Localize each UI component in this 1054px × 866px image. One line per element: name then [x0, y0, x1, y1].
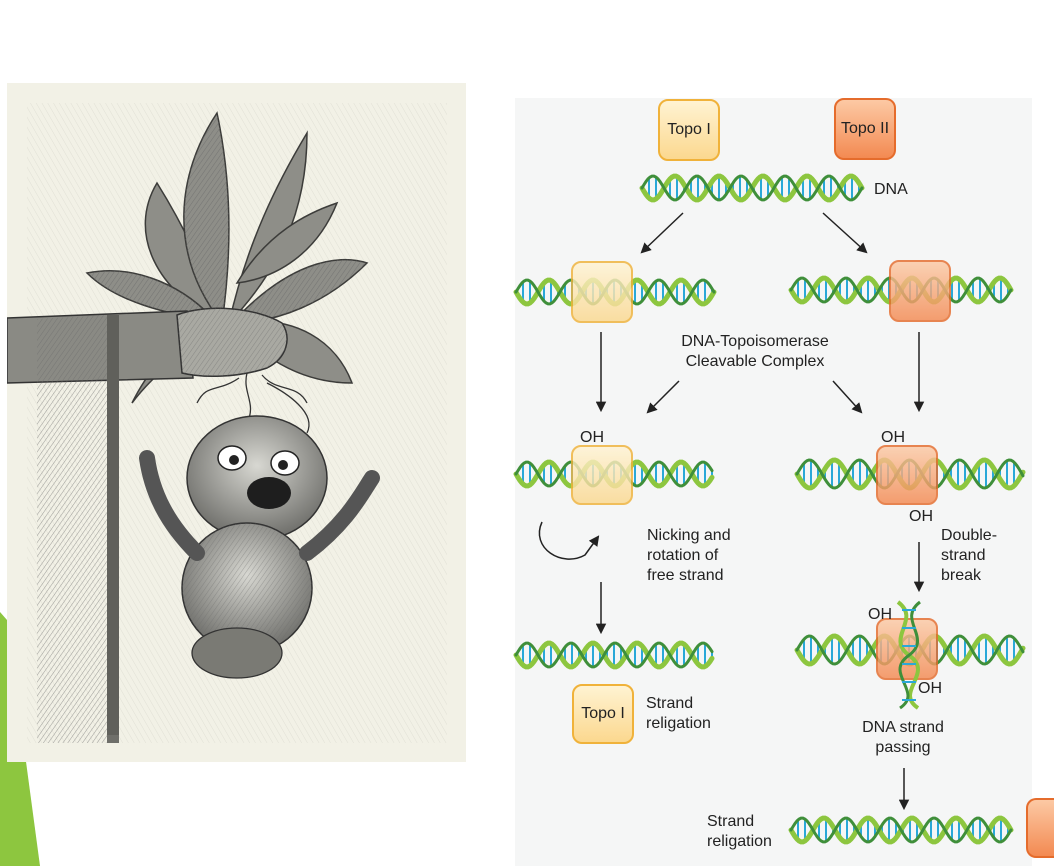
- nicking-line1: Nicking and: [647, 527, 731, 544]
- topo2-box-top: Topo II: [834, 98, 896, 160]
- topo1-label-top: Topo I: [667, 121, 711, 138]
- topo1-box-top: Topo I: [658, 99, 720, 161]
- oh-label-right-bottom: OH: [909, 508, 933, 525]
- strand-religation-label-left: Strand religation: [646, 694, 711, 734]
- relig-bottom-line1: Strand: [707, 813, 755, 830]
- topo1-complex-box: [571, 261, 633, 323]
- arrow-complex-to-left: [646, 380, 680, 414]
- complex-line1: DNA-Topoisomerase: [681, 333, 829, 350]
- topo2-label-top: Topo II: [840, 120, 890, 137]
- topo1-label-bottom: Topo I: [581, 705, 625, 722]
- dna-label: DNA: [874, 181, 908, 198]
- relig-left-line1: Strand: [646, 695, 694, 712]
- passing-line1: DNA strand: [862, 719, 944, 736]
- arrow-complex-to-right: [832, 380, 863, 414]
- double-strand-break-label: Double- strand break: [941, 526, 997, 586]
- relig-bottom-line2: religation: [707, 833, 772, 850]
- nicking-line3: free strand: [647, 567, 724, 584]
- relig-left-line2: religation: [646, 715, 711, 732]
- topo2-complex-box: [889, 260, 951, 322]
- cleavable-complex-label: DNA-Topoisomerase Cleavable Complex: [660, 332, 850, 372]
- complex-line2: Cleavable Complex: [685, 353, 825, 370]
- nicking-label: Nicking and rotation of free strand: [647, 526, 731, 586]
- dna-helix-top: [639, 173, 865, 203]
- oh-label-passing-bottom: OH: [918, 680, 942, 697]
- double-line1: Double-: [941, 527, 998, 544]
- passing-line2: passing: [875, 739, 931, 756]
- arrow-dna-to-topo2: [822, 212, 868, 254]
- rotation-arrow: [538, 521, 600, 560]
- double-line2: strand: [941, 547, 986, 564]
- topo1-released-box: Topo I: [572, 684, 634, 744]
- oh-label-passing-top: OH: [868, 606, 892, 623]
- oh-label-left: OH: [580, 429, 604, 446]
- topo2-released-box: [1026, 798, 1054, 858]
- dna-helix-topo1-religated: [513, 640, 715, 670]
- strand-religation-label-bottom: Strand religation: [707, 812, 772, 852]
- passing-strand: [896, 600, 921, 710]
- mandrake-illustration: [7, 83, 466, 762]
- oh-label-right-top: OH: [881, 429, 905, 446]
- arrow-dna-to-topo1: [640, 212, 684, 254]
- nicking-line2: rotation of: [647, 547, 719, 564]
- double-line3: break: [941, 567, 982, 584]
- topo2-break-box: [876, 445, 938, 505]
- topo1-nick-box: [571, 445, 633, 505]
- dna-helix-topo2-religated: [788, 815, 1014, 845]
- dna-strand-passing-label: DNA strand passing: [843, 718, 963, 758]
